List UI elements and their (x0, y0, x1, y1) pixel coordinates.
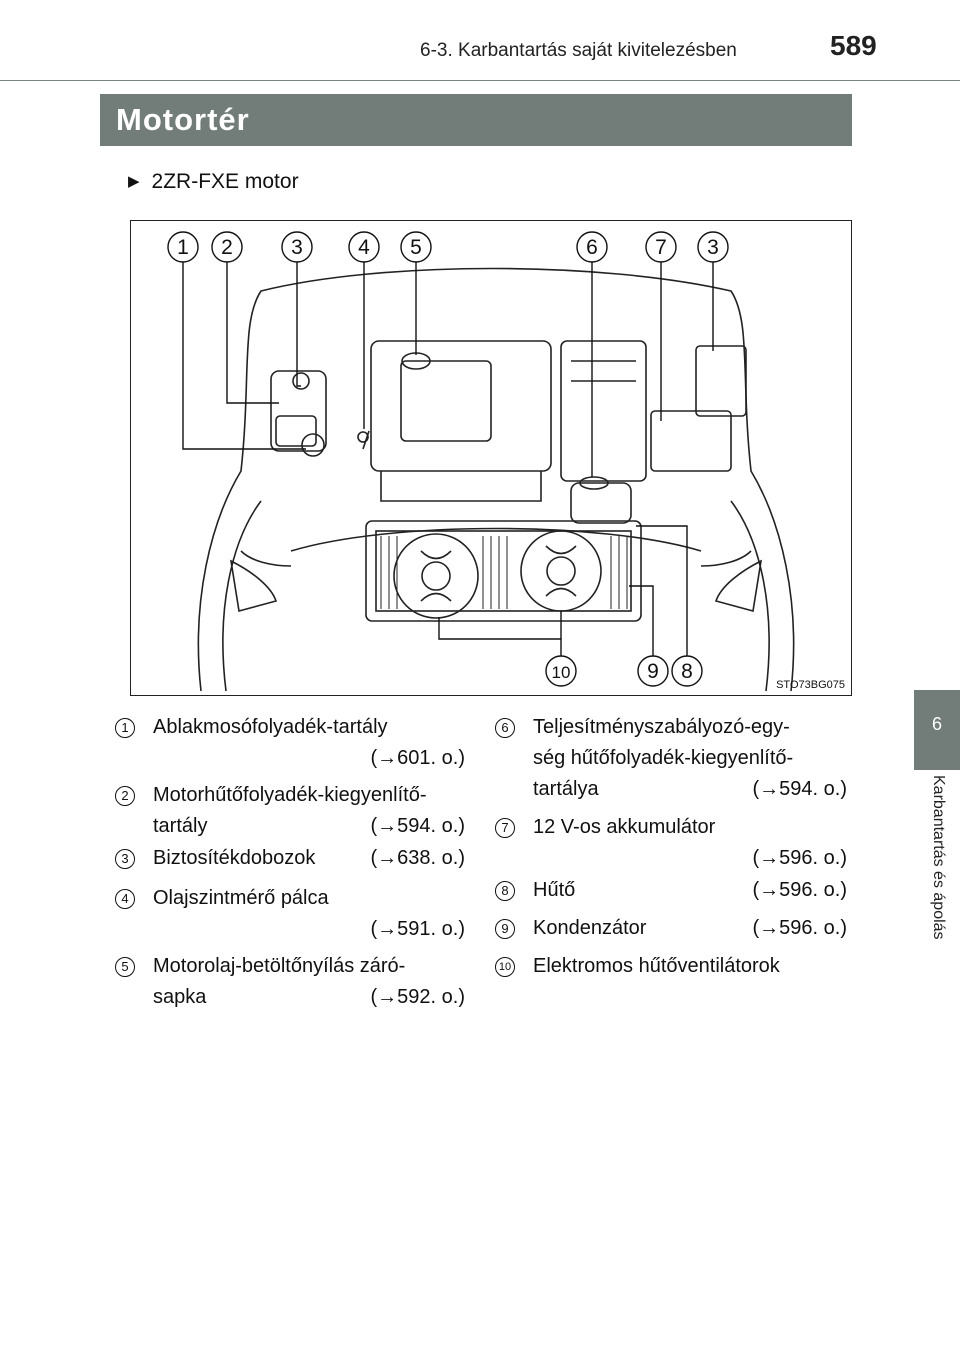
legend-label-line: Kondenzátor (533, 917, 647, 939)
callout-number: 7 (655, 236, 667, 259)
legend-number: 1 (115, 718, 135, 738)
legend-page-ref: (→596. o.) (752, 917, 847, 939)
legend-page-ref: (→596. o.) (752, 847, 847, 869)
chapter-tab: 6 (914, 690, 960, 770)
legend-page-ref: (→594. o.) (752, 778, 847, 800)
section-title-bar: Motortér (100, 94, 852, 146)
callout-leader-lines (182, 259, 714, 661)
legend-label: Motorhűtőfolyadék-kiegyenlítő-tartály (153, 780, 426, 842)
legend-label: Kondenzátor (533, 913, 646, 944)
callout-circle (671, 655, 703, 687)
callout-circle (211, 231, 243, 263)
legend-label-line: tartálya (533, 778, 599, 800)
top-callout-6: 6 (576, 231, 608, 263)
legend-label: 12 V-os akkumulátor (533, 812, 715, 843)
top-callout-5: 5 (400, 231, 432, 263)
callout-circle (348, 231, 380, 263)
legend-page-ref: (→592. o.) (370, 986, 465, 1008)
legend-label-line: Elektromos hűtőventilátorok (533, 955, 780, 977)
bottom-callout-9: 9 (637, 655, 669, 687)
legend-label-line: ség hűtőfolyadék-kiegyenlítő- (533, 747, 794, 769)
legend-page-ref: (→591. o.) (370, 918, 465, 940)
legend-label: Hűtő (533, 875, 575, 906)
running-header: 6-3. Karbantartás saját kivitelezésben (420, 40, 737, 61)
callout-number: 3 (291, 236, 303, 259)
top-callout-2: 2 (211, 231, 243, 263)
callout-circle (167, 231, 199, 263)
callout-number: 8 (681, 660, 693, 683)
bottom-callout-8: 8 (671, 655, 703, 687)
radiator-fins (380, 536, 628, 609)
chapter-title: Karbantartás és ápolás (930, 775, 947, 940)
legend-number: 4 (115, 889, 135, 909)
top-callout-3: 3 (697, 231, 729, 263)
engine-subheading: ▶ 2ZR-FXE motor (128, 170, 299, 194)
legend-number: 3 (115, 849, 135, 869)
triangle-bullet-icon: ▶ (128, 173, 140, 190)
bottom-callout-10: 10 (545, 655, 577, 687)
legend-label-line: Ablakmosófolyadék-tartály (153, 716, 388, 738)
legend-page-ref: (→638. o.) (370, 847, 465, 869)
callout-number: 10 (552, 663, 571, 682)
callouts-top: 1 2 3 4 5 6 7 3 (167, 231, 729, 263)
chapter-number: 6 (931, 714, 942, 734)
top-callout-1: 1 (167, 231, 199, 263)
legend-label: Olajszintmérő pálca (153, 883, 329, 914)
legend-label-line: Motorhűtőfolyadék-kiegyenlítő- (153, 784, 427, 806)
legend-label-line: 12 V-os akkumulátor (533, 816, 716, 838)
callout-circle (281, 231, 313, 263)
legend-page-ref: (→601. o.) (370, 747, 465, 769)
figure-code: STO73BG075 (776, 679, 845, 691)
legend-number: 9 (495, 919, 515, 939)
callout-circle (697, 231, 729, 263)
legend-number: 7 (495, 818, 515, 838)
legend-page-ref: (→594. o.) (370, 815, 465, 837)
callout-circle (576, 231, 608, 263)
legend-label-line: Olajszintmérő pálca (153, 887, 329, 909)
callout-number: 4 (358, 236, 370, 259)
top-callout-3: 3 (281, 231, 313, 263)
callout-number: 5 (410, 236, 422, 259)
page-number: 589 (830, 30, 877, 61)
legend-page-ref: (→596. o.) (752, 879, 847, 901)
callout-number: 1 (177, 236, 189, 259)
legend-label: Teljesítményszabályozó-egy-ség hűtőfolya… (533, 712, 793, 805)
callout-number: 6 (586, 236, 598, 259)
legend-label: Motorolaj-betöltőnyílás záró-sapka (153, 951, 405, 1013)
legend-number: 10 (495, 957, 515, 977)
car-outline (197, 267, 795, 692)
section-title: Motortér (116, 102, 250, 137)
callout-number: 3 (707, 236, 719, 259)
callout-circle (545, 655, 577, 687)
callout-circle (637, 655, 669, 687)
legend-label-line: tartály (153, 815, 208, 837)
legend-label-line: sapka (153, 986, 207, 1008)
legend-label-line: Motorolaj-betöltőnyílás záró- (153, 955, 406, 977)
callout-number: 2 (221, 236, 233, 259)
top-callout-7: 7 (645, 231, 677, 263)
callout-circle (645, 231, 677, 263)
legend-number: 2 (115, 786, 135, 806)
legend-number: 5 (115, 957, 135, 977)
legend-label-line: Hűtő (533, 879, 576, 901)
header-rule (0, 80, 960, 81)
legend-label-line: Biztosítékdobozok (153, 847, 316, 869)
legend-label: Elektromos hűtőventilátorok (533, 951, 780, 982)
engine-name: 2ZR-FXE motor (151, 170, 299, 193)
callout-circle (400, 231, 432, 263)
legend-label-line: Teljesítményszabályozó-egy- (533, 716, 790, 738)
legend-number: 6 (495, 718, 515, 738)
legend-label: Biztosítékdobozok (153, 843, 315, 874)
legend-number: 8 (495, 881, 515, 901)
callout-number: 9 (647, 660, 659, 683)
legend-label: Ablakmosófolyadék-tartály (153, 712, 388, 743)
top-callout-4: 4 (348, 231, 380, 263)
